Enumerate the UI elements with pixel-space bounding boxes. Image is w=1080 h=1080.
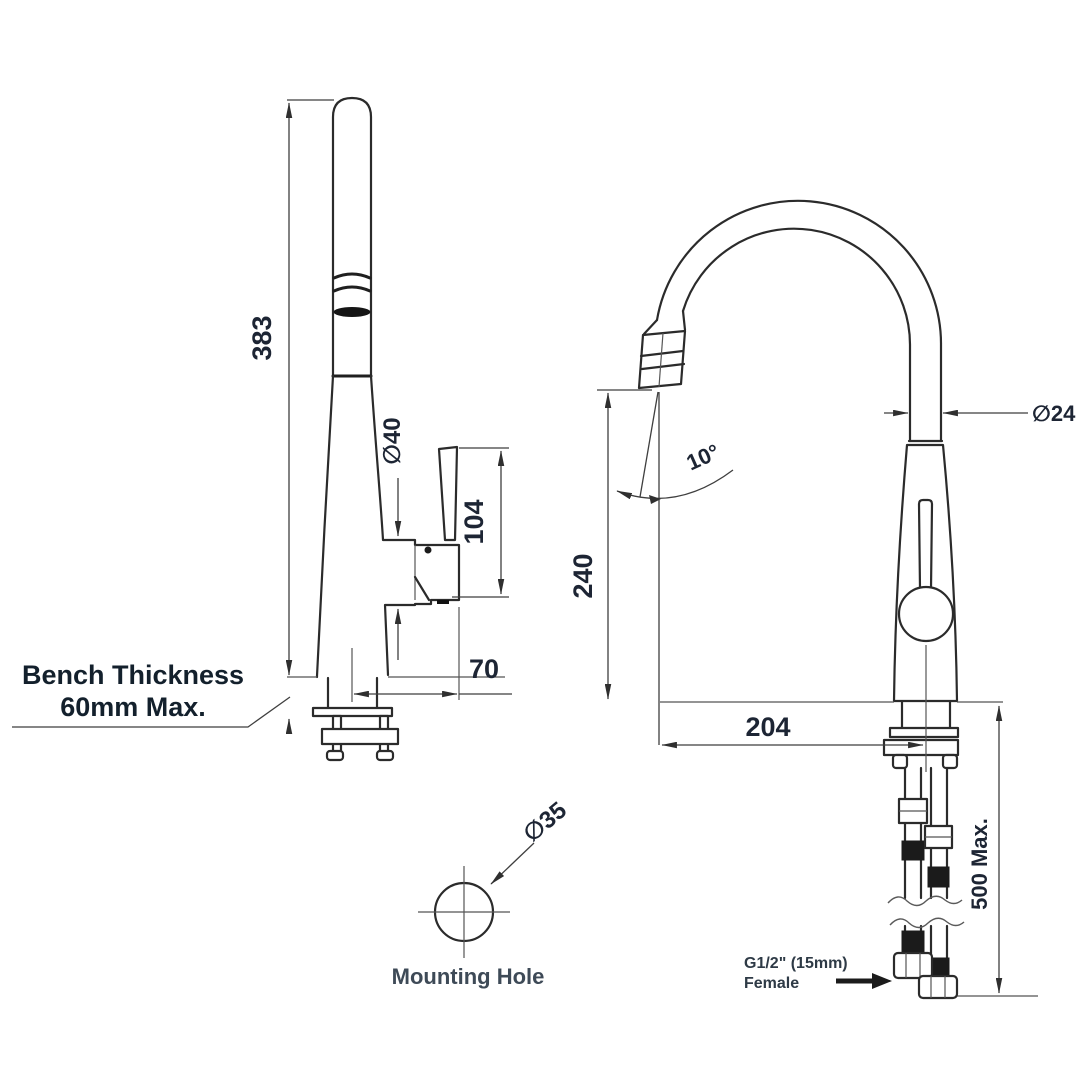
spout-neck-right (681, 309, 687, 332)
connection-note-line2: Female (744, 975, 799, 992)
front-shank (900, 700, 952, 729)
hose-right-band (927, 866, 950, 888)
hose-left-hex (892, 951, 934, 980)
front-flange (888, 726, 960, 739)
side-handle (437, 445, 459, 542)
connection-note-line1: G1/2" (15mm) (744, 955, 848, 972)
hose-break-lower (889, 917, 965, 929)
dim-204: 204 (745, 712, 790, 742)
spray-head-band-2 (640, 362, 686, 371)
hose-break-upper (887, 895, 963, 907)
bench-note-line1: Bench Thickness (22, 660, 244, 690)
side-foot-left (325, 749, 345, 762)
front-pivot-ball (897, 585, 955, 643)
spout-neck-left (642, 318, 659, 336)
dim-383: 383 (247, 315, 277, 360)
front-nut-tab-right (941, 753, 959, 770)
side-view-dimensions: 383 ∅40 104 70 Bench Thickness 60mm Max. (12, 99, 512, 734)
dim-dia35: ∅35 (518, 797, 572, 848)
spout-band-2 (332, 285, 372, 293)
side-foot-right (375, 749, 395, 762)
leader-dia35 (490, 842, 535, 885)
mounting-hole-detail: ∅35 Mounting Hole (392, 797, 572, 989)
bench-note-line2: 60mm Max. (60, 692, 206, 722)
front-nut-tab-left (891, 753, 909, 770)
side-body (315, 374, 461, 679)
mount-pivot-dot (424, 546, 432, 554)
angle-ref-tilted (639, 391, 659, 498)
hose-right-hex-facets (930, 976, 946, 998)
dim-500max: 500 Max. (967, 818, 992, 910)
side-flange (311, 706, 394, 718)
hose-left-band-lower (901, 930, 925, 955)
dim-10deg: 10° (683, 439, 724, 475)
hose-left-hex-facets (905, 953, 921, 978)
spout-band-1 (332, 272, 372, 280)
dim-70: 70 (469, 654, 499, 684)
dim-dia24: ∅24 (1032, 401, 1076, 426)
dim-dia40: ∅40 (379, 417, 406, 464)
side-spout-tube (331, 96, 373, 379)
bench-note-leader (12, 696, 291, 728)
hose-left-band (901, 840, 925, 861)
gooseneck-inner-arc (681, 227, 912, 443)
hose-left-upper (903, 766, 923, 900)
dim-240: 240 (568, 553, 598, 598)
front-mounting-nut (882, 738, 960, 757)
mounting-hole-crosshair (418, 866, 510, 958)
spray-head-centerline (658, 332, 664, 388)
angle-arc (616, 469, 734, 500)
side-view-faucet (311, 96, 461, 762)
mounting-hole-label: Mounting Hole (392, 964, 545, 989)
angle-arc-arrow (649, 495, 661, 504)
dim-104: 104 (459, 499, 489, 544)
hose-right-hex (917, 974, 959, 1000)
gooseneck-outer-arc (655, 199, 943, 443)
spout-band-3 (333, 307, 371, 317)
front-handle-slot (917, 498, 934, 591)
front-view-faucet (637, 199, 960, 978)
spray-head (637, 329, 687, 390)
front-view-dimensions: 240 10° ∅24 204 500 Max. G1/2" (15mm) Fe… (568, 389, 1076, 994)
side-mounting-nut (320, 727, 400, 746)
connection-arrow-head (872, 973, 892, 989)
mount-lever-diagonal (413, 575, 431, 602)
